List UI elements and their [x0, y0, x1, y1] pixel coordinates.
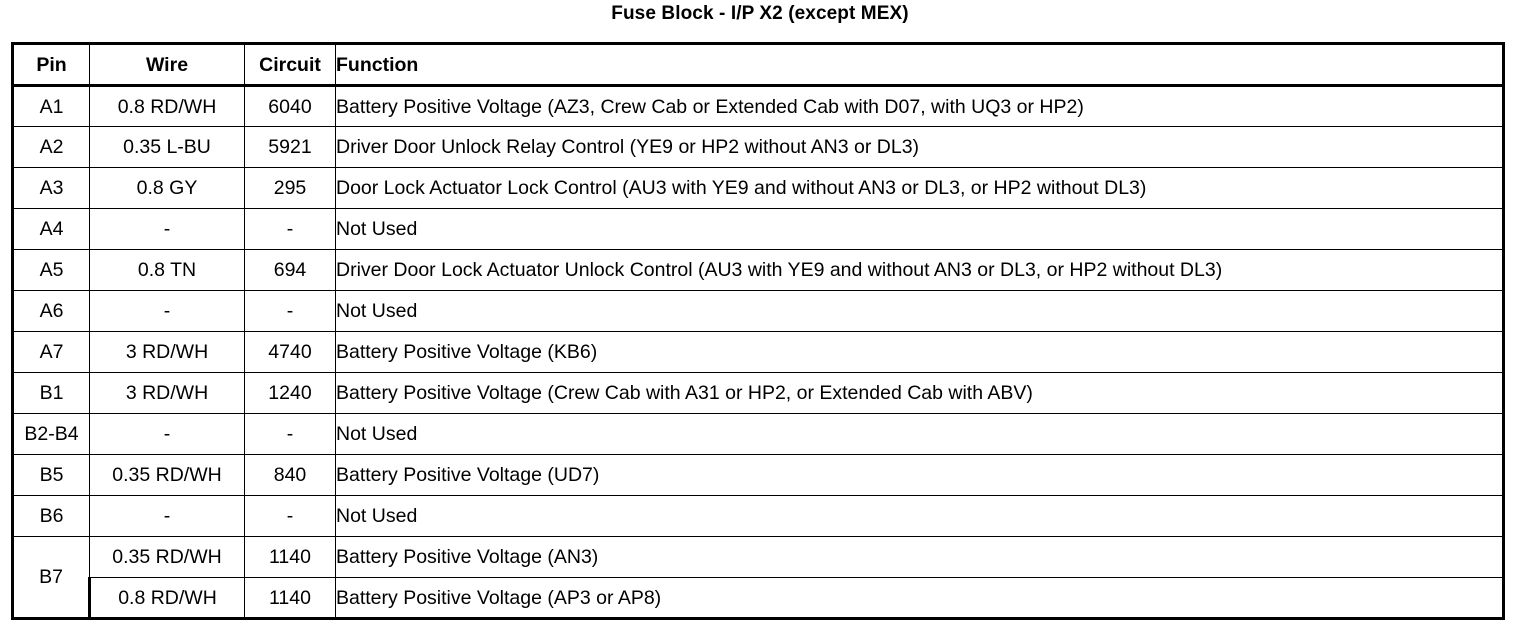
- cell-circuit: 5921: [244, 126, 336, 168]
- cell-function: Battery Positive Voltage (KB6): [335, 331, 1505, 373]
- cell-function: Battery Positive Voltage (AP3 or AP8): [335, 577, 1505, 620]
- cell-function: Battery Positive Voltage (AN3): [335, 536, 1505, 578]
- cell-circuit: 1140: [244, 577, 336, 620]
- cell-wire: 0.35 RD/WH: [89, 536, 245, 578]
- cell-wire: -: [89, 290, 245, 332]
- cell-wire: 0.8 GY: [89, 167, 245, 209]
- cell-wire: 0.35 L-BU: [89, 126, 245, 168]
- cell-pin: B7: [11, 536, 90, 619]
- cell-circuit: -: [244, 290, 336, 332]
- cell-circuit: 840: [244, 454, 336, 496]
- table-row: B2-B4--Not Used: [11, 413, 1505, 455]
- cell-wire: -: [89, 495, 245, 537]
- cell-circuit: -: [244, 495, 336, 537]
- cell-function: Not Used: [335, 413, 1505, 455]
- cell-pin: A2: [11, 126, 90, 168]
- cell-function: Not Used: [335, 290, 1505, 332]
- cell-pin: A3: [11, 167, 90, 209]
- cell-function: Battery Positive Voltage (UD7): [335, 454, 1505, 496]
- cell-pin: A4: [11, 208, 90, 250]
- cell-function: Battery Positive Voltage (Crew Cab with …: [335, 372, 1505, 414]
- table-row: A6--Not Used: [11, 290, 1505, 332]
- cell-wire: 3 RD/WH: [89, 331, 245, 373]
- cell-pin: A6: [11, 290, 90, 332]
- cell-function: Not Used: [335, 208, 1505, 250]
- cell-pin: A7: [11, 331, 90, 373]
- cell-wire: -: [89, 413, 245, 455]
- column-header-pin: Pin: [11, 43, 90, 87]
- cell-function: Driver Door Lock Actuator Unlock Control…: [335, 249, 1505, 291]
- cell-function: Not Used: [335, 495, 1505, 537]
- cell-circuit: 295: [244, 167, 336, 209]
- cell-circuit: 1240: [244, 372, 336, 414]
- cell-pin: A1: [11, 85, 90, 127]
- cell-function: Driver Door Unlock Relay Control (YE9 or…: [335, 126, 1505, 168]
- cell-pin: B5: [11, 454, 90, 496]
- cell-pin: A5: [11, 249, 90, 291]
- page-title: Fuse Block - I/P X2 (except MEX): [611, 3, 909, 24]
- table-header-row: Pin Wire Circuit Function: [11, 43, 1505, 87]
- cell-function: Battery Positive Voltage (AZ3, Crew Cab …: [335, 85, 1505, 127]
- cell-circuit: 1140: [244, 536, 336, 578]
- cell-pin: B6: [11, 495, 90, 537]
- column-header-wire: Wire: [89, 43, 245, 87]
- cell-pin: B2-B4: [11, 413, 90, 455]
- table-row: A4--Not Used: [11, 208, 1505, 250]
- cell-wire: 3 RD/WH: [89, 372, 245, 414]
- cell-wire: -: [89, 208, 245, 250]
- cell-wire: 0.35 RD/WH: [89, 454, 245, 496]
- table-header: Pin Wire Circuit Function: [11, 43, 1505, 87]
- cell-function: Door Lock Actuator Lock Control (AU3 wit…: [335, 167, 1505, 209]
- cell-wire: 0.8 RD/WH: [88, 577, 245, 620]
- table-row: B6--Not Used: [11, 495, 1505, 537]
- cell-circuit: 4740: [244, 331, 336, 373]
- cell-circuit: -: [244, 208, 336, 250]
- column-header-circuit: Circuit: [244, 43, 336, 87]
- cell-wire: 0.8 TN: [89, 249, 245, 291]
- column-header-function: Function: [335, 43, 1505, 87]
- cell-pin: B1: [11, 372, 90, 414]
- cell-wire: 0.8 RD/WH: [89, 85, 245, 127]
- cell-circuit: 694: [244, 249, 336, 291]
- cell-circuit: 6040: [244, 85, 336, 127]
- cell-circuit: -: [244, 413, 336, 455]
